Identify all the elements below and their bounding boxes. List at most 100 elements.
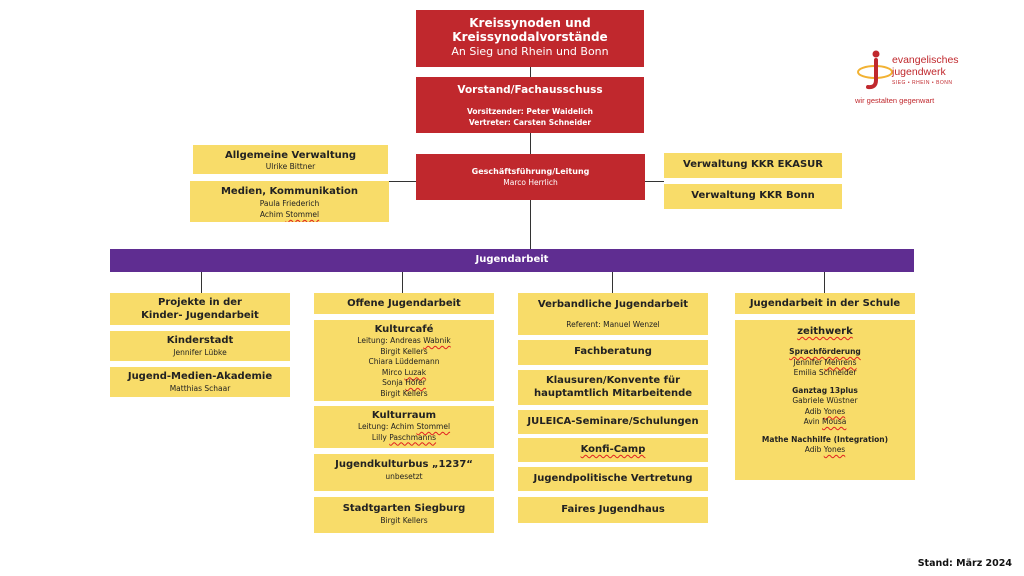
kulturcafe-title: Kulturcafé — [374, 324, 434, 335]
kulturcafe-person-4-last: Höfer — [405, 378, 426, 387]
klausuren-line-1: Klausuren/Konvente für — [545, 375, 681, 386]
connector-col1 — [201, 272, 202, 293]
col4-header: Jugendarbeit in der Schule — [735, 293, 915, 314]
geschaeftsfuehrung-box: Geschäftsführung/Leitung Marco Herrlich — [416, 154, 645, 200]
kulturraum-person-last: Paschmanns — [389, 432, 437, 442]
verwaltung-bonn-box: Verwaltung KKR Bonn — [664, 184, 842, 209]
col3-header-label: Verbandliche Jugendarbeit — [537, 299, 689, 310]
col1-header-line-2: Kinder- Jugendarbeit — [141, 310, 259, 321]
kulturraum-lead-prefix: Leitung: Achim — [357, 422, 417, 431]
konfi-camp-box: Konfi-Camp — [518, 438, 708, 462]
konfi-camp-text: Konfi-Camp — [580, 444, 646, 455]
zeithwerk-title-text: zeithwerk — [797, 326, 853, 337]
verwaltung-person: Ulrike Bittner — [265, 162, 316, 171]
ganztag-person-2: Adib Yones — [804, 406, 846, 416]
kinderstadt-person: Jennifer Lübke — [173, 348, 227, 357]
jugendpolitische-box: Jugendpolitische Vertretung — [518, 467, 708, 491]
kulturcafe-person-3: Mirco Luzak — [381, 367, 427, 377]
jugendarbeit-bar: Jugendarbeit — [110, 249, 914, 272]
kulturbus-title: Jugendkulturbus „1237“ — [335, 459, 473, 470]
stand-date: Stand: März 2024 — [917, 558, 1012, 569]
zeithwerk-box: zeithwerk Sprachförderung Jennifer Mehre… — [735, 320, 915, 480]
bonn-title: Verwaltung KKR Bonn — [691, 190, 815, 201]
kulturraum-lead-name: Stommel — [416, 422, 451, 431]
jugendpolitische-label: Jugendpolitische Vertretung — [533, 473, 693, 484]
mathe-title: Mathe Nachhilfe (Integration) — [761, 434, 889, 444]
logo-line-2: jugendwerk — [892, 66, 946, 78]
vorstand-chair: Vorsitzender: Peter Waidelich — [466, 107, 593, 116]
logo-mark-icon — [857, 50, 893, 90]
col2-header-label: Offene Jugendarbeit — [347, 298, 461, 309]
connector-col3 — [612, 272, 613, 293]
kulturcafe-person-2: Chiara Lüddemann — [368, 357, 440, 366]
kulturcafe-box: Kulturcafé Leitung: Andreas Wabnik Birgi… — [314, 320, 494, 401]
logo-line-1: evangelisches — [892, 54, 959, 66]
kulturcafe-person-1: Birgit Kellers — [380, 346, 428, 356]
jma-title: Jugend-Medien-Akademie — [127, 371, 273, 382]
sprachfoerderung-title-text: Sprachförderung — [789, 347, 861, 356]
konfi-camp-label: Konfi-Camp — [518, 443, 708, 456]
stadtgarten-box: Stadtgarten Siegburg Birgit Kellers — [314, 497, 494, 533]
mathe-person-1-last: Yones — [823, 445, 846, 454]
kulturraum-person: Lilly Paschmanns — [314, 433, 494, 444]
logo-line-3: SIEG • RHEIN • BONN — [892, 80, 953, 86]
col3-referent: Referent: Manuel Wenzel — [566, 320, 660, 329]
col3-header: Verbandliche Jugendarbeit Referent: Manu… — [518, 293, 708, 335]
medien-title: Medien, Kommunikation — [220, 186, 359, 197]
kulturcafe-lead: Leitung: Andreas Wabnik — [314, 336, 494, 347]
kinderstadt-box: Kinderstadt Jennifer Lübke — [110, 331, 290, 361]
kulturraum-title: Kulturraum — [371, 410, 437, 421]
klausuren-box: Klausuren/Konvente für hauptamtlich Mita… — [518, 370, 708, 405]
jugendarbeit-label: Jugendarbeit — [475, 254, 549, 265]
logo: evangelisches jugendwerk SIEG • RHEIN • … — [855, 46, 985, 110]
stadtgarten-title: Stadtgarten Siegburg — [342, 503, 466, 514]
gf-person: Marco Herrlich — [503, 178, 558, 187]
kulturraum-box: Kulturraum Leitung: Achim Stommel Lilly … — [314, 406, 494, 448]
kulturcafe-person-4: Sonja Höfer — [382, 378, 426, 387]
verwaltung-title: Allgemeine Verwaltung — [224, 150, 357, 161]
fachberatung-label: Fachberatung — [574, 346, 652, 357]
jma-person: Matthias Schaar — [169, 384, 231, 393]
logo-slogan: wir gestalten gegenwart — [855, 96, 935, 105]
kinderstadt-title: Kinderstadt — [166, 335, 234, 346]
klausuren-line-2: hauptamtlich Mitarbeitende — [533, 388, 693, 399]
juleica-box: JULEICA-Seminare/Schulungen — [518, 410, 708, 434]
medien-box: Medien, Kommunikation Paula Friederich A… — [190, 181, 389, 222]
allgemeine-verwaltung-box: Allgemeine Verwaltung Ulrike Bittner — [193, 145, 388, 174]
kreissynoden-title-2: Kreissynodalvorstände — [452, 30, 608, 44]
kreissynoden-subtitle: An Sieg und Rhein und Bonn — [451, 45, 609, 58]
vorstand-title: Vorstand/Fachausschuss — [457, 84, 603, 96]
col1-header: Projekte in der Kinder- Jugendarbeit — [110, 293, 290, 325]
ganztag-person-3-last: Mousa — [822, 417, 847, 426]
kulturbus-box: Jugendkulturbus „1237“ unbesetzt — [314, 454, 494, 491]
fachberatung-box: Fachberatung — [518, 340, 708, 365]
ganztag-person-1: Gabriele Wüstner — [792, 396, 858, 405]
connector-to-bar — [530, 200, 531, 250]
connector-left — [389, 181, 416, 182]
kulturcafe-lead-prefix: Leitung: Andreas — [357, 336, 424, 345]
kreissynoden-title-1: Kreissynoden und — [469, 16, 591, 30]
col4-header-label: Jugendarbeit in der Schule — [749, 298, 901, 309]
col2-header: Offene Jugendarbeit — [314, 293, 494, 314]
sprachfoerderung-person-1: Jennifer Mehrens — [793, 357, 857, 367]
connector-right — [645, 181, 664, 182]
sprachfoerderung-person-1-last: Mehrens — [824, 357, 857, 367]
sprachfoerderung-title: Sprachförderung — [735, 347, 915, 358]
kulturcafe-person-5: Birgit Kellers — [380, 388, 428, 398]
vorstand-deputy: Vertreter: Carsten Schneider — [468, 118, 592, 127]
medien-person-2-last: Stommel — [285, 210, 320, 219]
mathe-person-1: Adib Yones — [804, 445, 846, 454]
kulturbus-person: unbesetzt — [385, 472, 423, 481]
ganztag-title: Ganztag 13plus — [792, 385, 858, 395]
kulturraum-lead: Leitung: Achim Stommel — [314, 422, 494, 433]
jugend-medien-akademie-box: Jugend-Medien-Akademie Matthias Schaar — [110, 367, 290, 397]
kulturraum-person-first: Lilly — [371, 432, 390, 442]
verwaltung-ekasur-box: Verwaltung KKR EKASUR — [664, 153, 842, 178]
medien-person-1: Paula Friederich — [259, 199, 320, 208]
connector-col2 — [402, 272, 403, 293]
juleica-label: JULEICA-Seminare/Schulungen — [527, 416, 699, 427]
vorstand-box: Vorstand/Fachausschuss Vorsitzender: Pet… — [416, 77, 644, 133]
kulturcafe-person-3-last: Luzak — [404, 367, 427, 377]
kreissynoden-box: Kreissynoden und Kreissynodalvorstände A… — [416, 10, 644, 67]
faires-jugendhaus-label: Faires Jugendhaus — [561, 504, 665, 515]
